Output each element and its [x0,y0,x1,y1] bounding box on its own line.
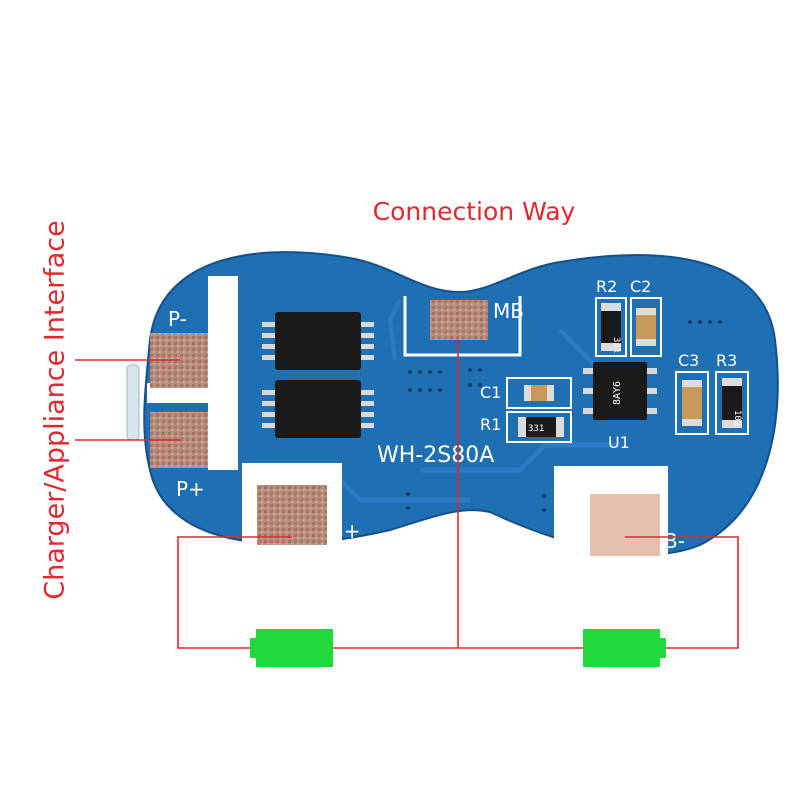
mosfet-chips [262,312,374,438]
mosfet-2 [275,380,361,438]
marking-r2: 331 [611,337,621,353]
label-r2: R2 [596,277,617,296]
label-b-minus: B- [664,529,685,553]
battery-icon [583,629,666,667]
marking-r1: 331 [528,424,544,434]
pad-b-plus [257,485,327,545]
wire-b-minus [625,536,739,649]
battery-icon [250,629,333,667]
board-model-label: WH-2S80A [377,443,494,468]
label-r1: R1 [480,415,501,434]
silkscreen-text: P- P+ B+ B- MB WH-2S80A C1 R1 R2 C2 C3 R… [168,277,742,553]
diagram-title: Connection Way [372,197,576,226]
label-u1: U1 [608,433,630,452]
wiring [75,340,739,649]
smd-components [506,297,749,443]
label-r3: R3 [716,351,737,370]
edge-connector [126,364,140,441]
pad-mb [430,300,488,340]
label-mb: MB [493,299,524,323]
label-p-plus: P+ [176,477,205,501]
label-b-plus: B+ [330,519,360,543]
label-p-minus: P- [168,307,187,331]
marking-r3: 102 [732,410,742,426]
wire-b-plus [177,536,292,649]
label-c2: C2 [630,277,651,296]
vias [406,320,722,512]
label-c3: C3 [678,351,699,370]
batteries [250,629,666,667]
label-c1: C1 [480,383,501,402]
ic-u1 [593,362,647,420]
marking-u1: 8AY6 [612,381,623,405]
pad-b-minus [590,494,660,556]
mosfet-1 [275,312,361,370]
